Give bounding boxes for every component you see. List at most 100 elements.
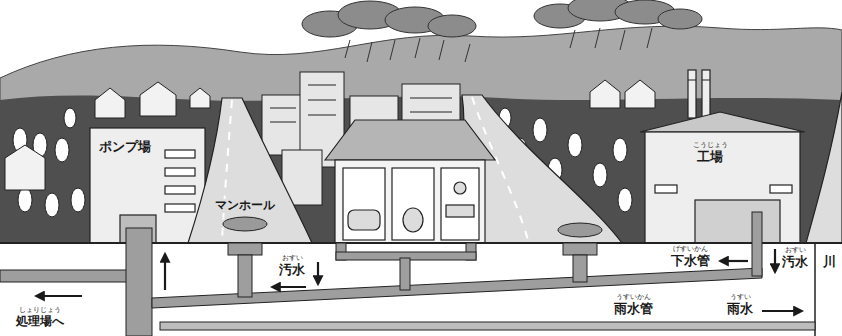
house xyxy=(392,168,434,240)
furigana: げすいかん xyxy=(671,245,710,253)
building-windows xyxy=(308,100,336,101)
flow-arrows xyxy=(36,249,802,311)
trees xyxy=(568,133,582,157)
building-windows xyxy=(270,108,296,109)
manhole-cover xyxy=(558,223,602,237)
trees xyxy=(64,108,76,128)
house xyxy=(446,205,474,217)
factory xyxy=(688,70,696,118)
manhole-cover xyxy=(223,217,267,231)
rain-lines xyxy=(620,30,625,50)
building-windows xyxy=(410,98,452,99)
rain-lines xyxy=(439,40,444,60)
houses xyxy=(140,82,176,116)
building-label: ポンプ場 xyxy=(97,140,153,155)
furigana: こうじょう xyxy=(691,141,730,149)
roads xyxy=(432,95,622,243)
city-buildings xyxy=(262,95,304,155)
chimney-stripes xyxy=(688,80,710,81)
pump-station xyxy=(165,186,195,194)
building-windows xyxy=(308,115,336,116)
building-windows xyxy=(410,112,452,113)
pipes xyxy=(752,212,762,276)
roads xyxy=(188,92,842,243)
flow-arrows xyxy=(762,310,802,312)
manhole-label: マンホール xyxy=(213,199,277,213)
house xyxy=(343,168,385,240)
river-label: 川 xyxy=(821,255,838,270)
rain-lines xyxy=(345,28,652,62)
flow-arrows xyxy=(720,260,748,262)
pipe-label: 下水管 xyxy=(669,254,712,269)
pump-station xyxy=(90,128,205,243)
rain-lines xyxy=(465,44,470,62)
rain-lines xyxy=(345,40,350,58)
flow-arrows xyxy=(774,249,776,272)
flow-label: 汚水 xyxy=(277,263,307,278)
pump-station xyxy=(90,128,205,243)
roads xyxy=(188,98,312,243)
pipes xyxy=(126,228,152,336)
factory xyxy=(645,132,800,243)
furigana: うすい xyxy=(728,293,753,301)
factory xyxy=(655,185,677,193)
pipes xyxy=(0,270,128,282)
rain-lines xyxy=(415,38,420,58)
pipes xyxy=(573,255,587,282)
rain-lines xyxy=(595,28,600,48)
furigana: おすい xyxy=(783,246,808,254)
building-windows xyxy=(308,85,336,86)
flow-arrows xyxy=(164,254,166,290)
houses xyxy=(190,88,210,108)
flow-arrows xyxy=(272,286,306,288)
roads xyxy=(806,92,842,243)
factory xyxy=(770,185,792,193)
factory xyxy=(640,70,805,243)
house xyxy=(403,208,423,232)
pipes xyxy=(563,243,597,255)
factory xyxy=(640,112,805,132)
building-windows xyxy=(270,122,296,123)
pipe-label: 雨水管 xyxy=(612,302,655,317)
pipes xyxy=(400,258,410,290)
rain-lines xyxy=(390,40,395,60)
trees xyxy=(593,163,607,187)
rain-lines xyxy=(647,28,652,48)
rain-cloud xyxy=(658,9,702,29)
house xyxy=(441,168,479,240)
flow-label: 雨水 xyxy=(725,302,755,317)
factory xyxy=(702,70,710,118)
rain-cloud xyxy=(302,0,702,37)
house xyxy=(454,182,466,194)
pump-station xyxy=(165,204,195,212)
houses xyxy=(5,145,45,190)
flow-arrows xyxy=(36,295,82,297)
flow-label: 汚水 xyxy=(780,255,810,270)
furigana: うすいかん xyxy=(614,293,653,301)
trees xyxy=(533,118,547,142)
rain-lines xyxy=(367,42,372,62)
trees xyxy=(618,188,632,212)
pump-station xyxy=(165,150,195,158)
rain-cloud xyxy=(428,15,476,37)
trees xyxy=(71,188,85,212)
house xyxy=(335,160,485,243)
chimney-stripes xyxy=(688,80,696,81)
flow-arrows xyxy=(317,262,319,284)
trees xyxy=(18,188,32,212)
building-label: 工場 xyxy=(695,150,725,165)
pipes xyxy=(160,322,815,330)
trees xyxy=(55,138,69,162)
destination-label: 処理場へ xyxy=(14,315,66,329)
rain-lines xyxy=(570,30,575,48)
house xyxy=(348,210,380,230)
house xyxy=(325,120,495,160)
houses xyxy=(95,88,125,118)
houses xyxy=(590,80,620,108)
chimney-stripes xyxy=(702,80,710,81)
house xyxy=(325,120,495,243)
